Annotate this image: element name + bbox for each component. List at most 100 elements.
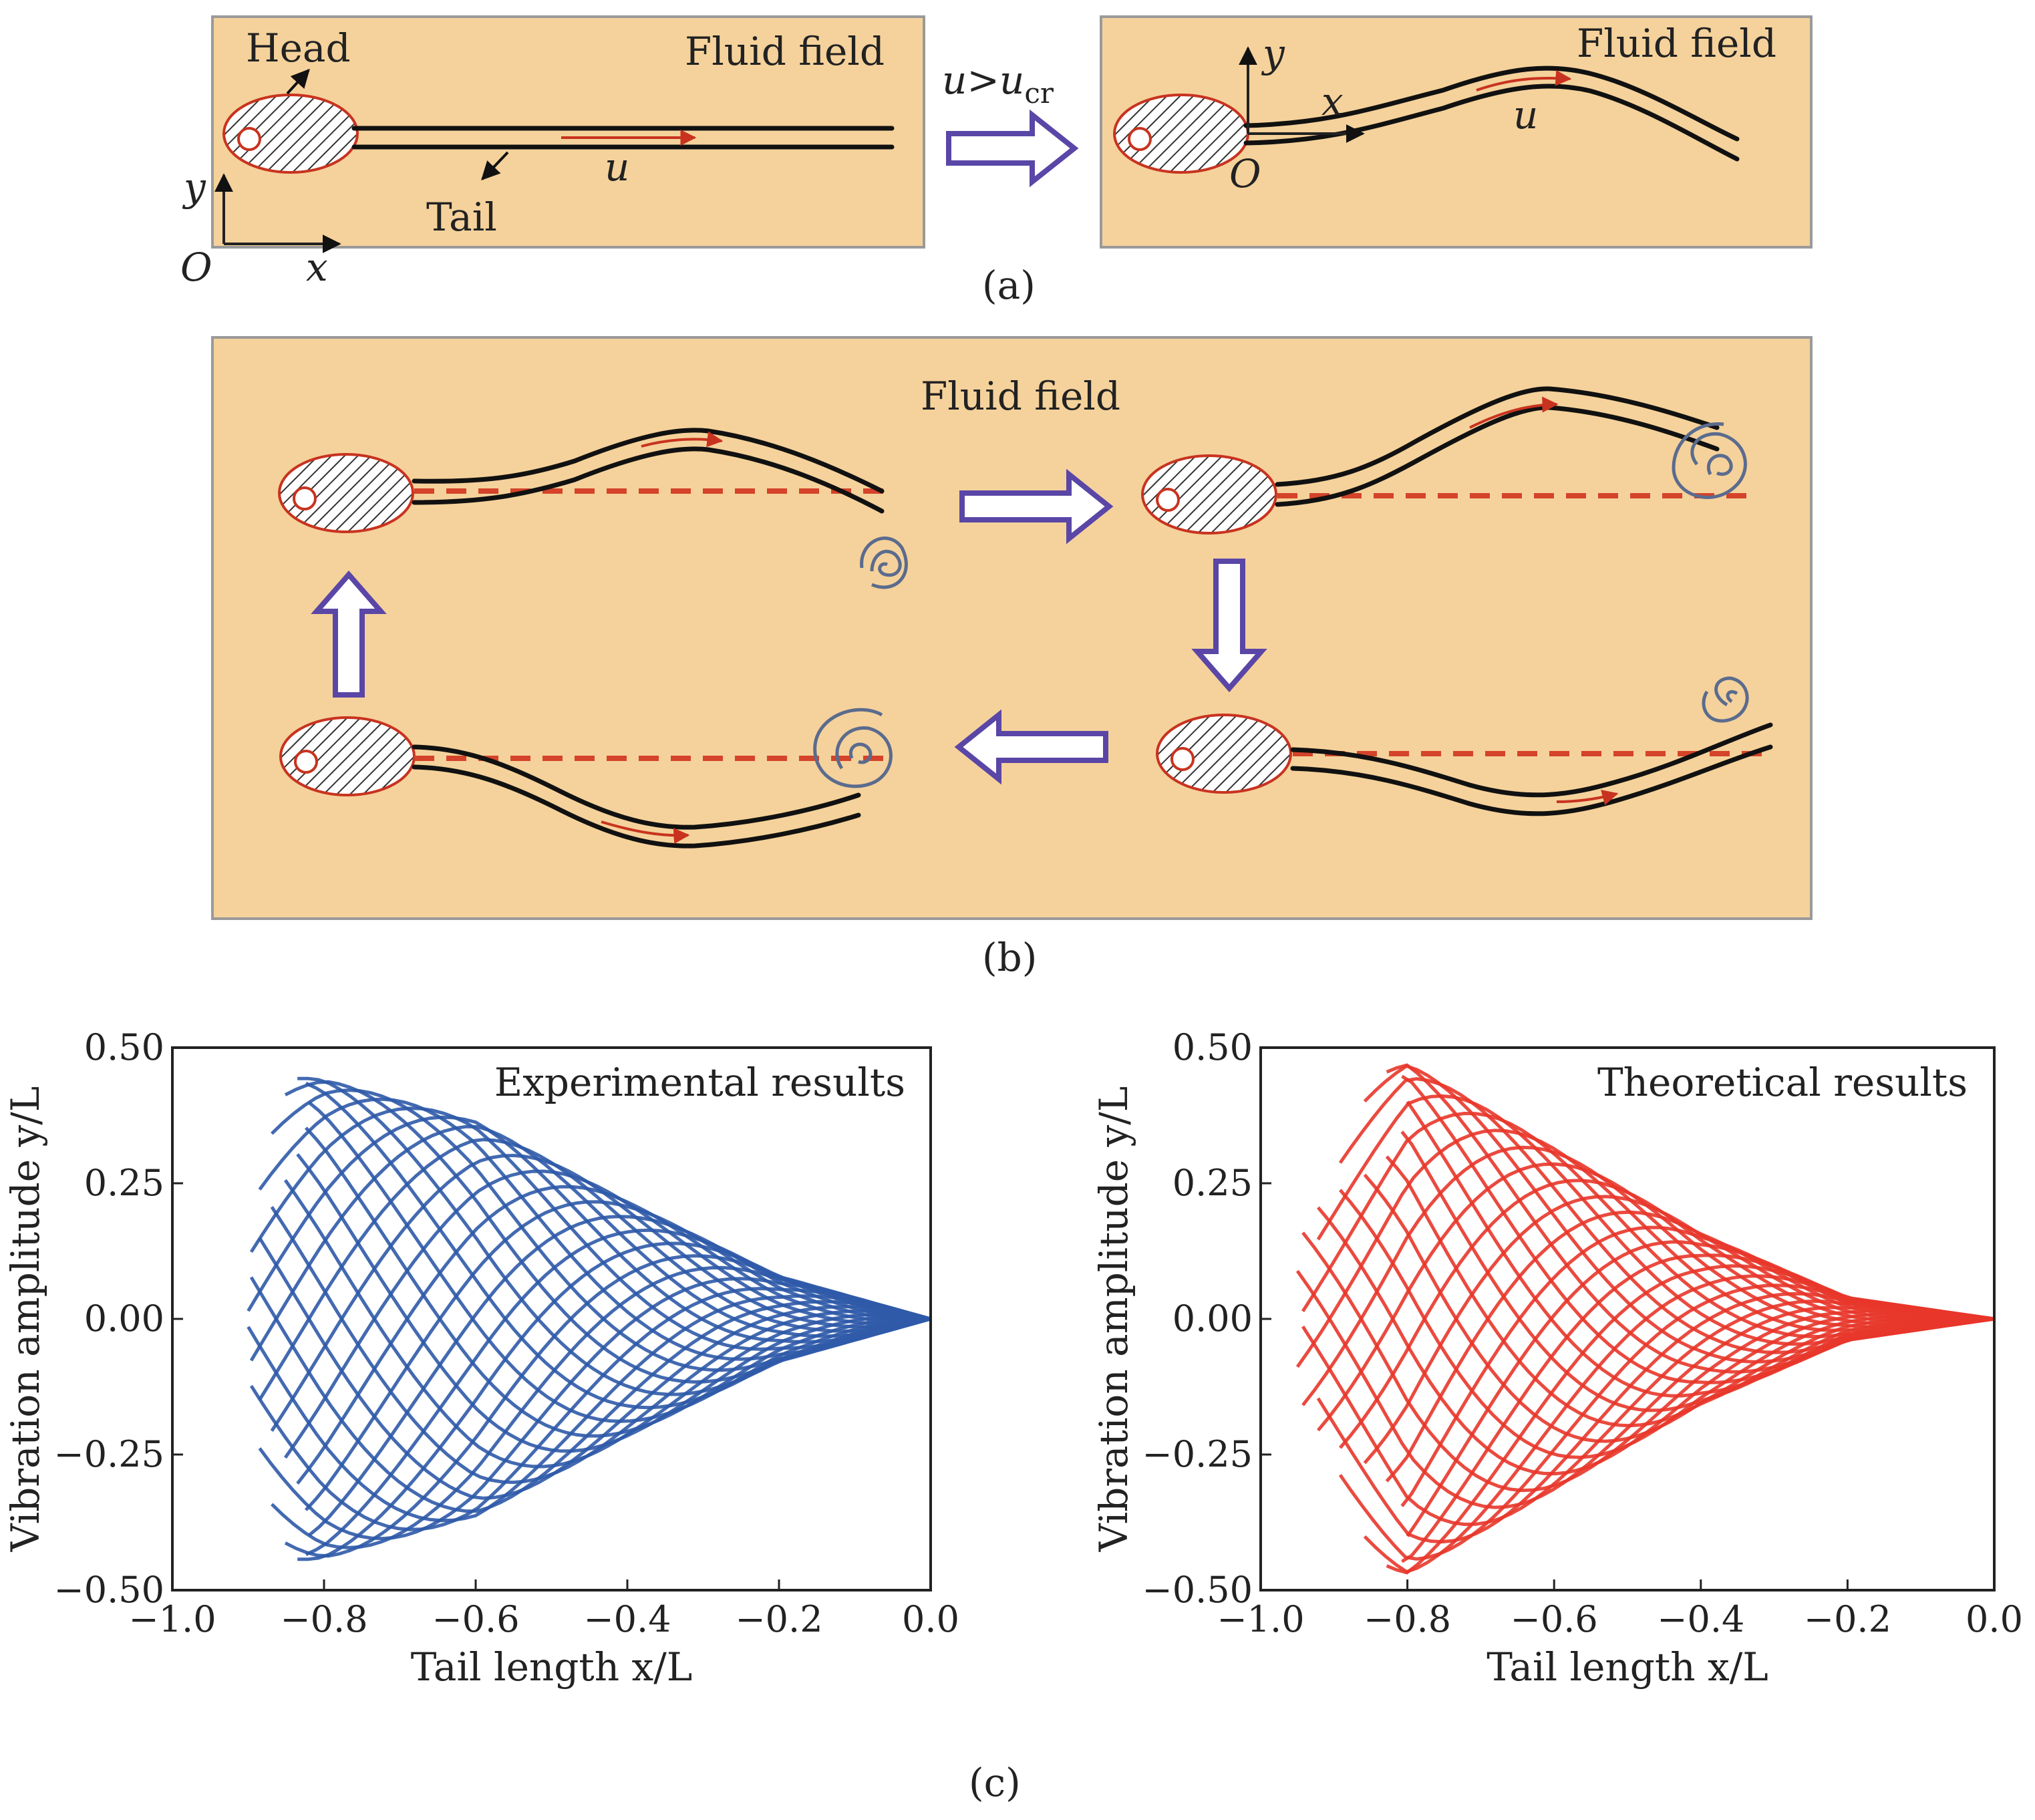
swimmer-top-left: [278, 428, 908, 589]
series-line: [1301, 1300, 1995, 1527]
flow-arrow: [641, 431, 724, 448]
series-line: [1400, 1225, 1995, 1507]
swimmer-head: [1141, 454, 1277, 535]
vortex-inner: [1726, 690, 1738, 704]
x-label-right: x: [1321, 79, 1344, 124]
flow-arrow-right: [1476, 69, 1572, 92]
tail-top: [1290, 722, 1773, 798]
y-tick-label: 0.00: [1172, 1298, 1253, 1340]
series-line: [249, 1124, 931, 1362]
tail-top: [412, 744, 861, 830]
series-line: [271, 1088, 931, 1372]
series-line: [304, 1126, 931, 1438]
y-tick-label: −0.25: [54, 1433, 164, 1475]
flow-arrow: [601, 820, 690, 845]
vortex-icon: [1672, 422, 1747, 499]
series-line: [1301, 1145, 1995, 1406]
panel-a-label: (a): [982, 263, 1036, 308]
y-tick-label: 0.50: [84, 1026, 164, 1068]
x-tick-label: −0.8: [280, 1598, 367, 1640]
y-label-right: y: [1261, 31, 1285, 76]
vortex-icon: [1702, 676, 1749, 723]
tail-top: [412, 428, 885, 494]
x-axis-label: Tail length x/L: [1486, 1644, 1768, 1690]
vortex-icon: [870, 549, 902, 577]
right-arrow: [946, 109, 1079, 188]
x-tick-label: −0.2: [735, 1598, 822, 1640]
fluid-field-label-b: Fluid field: [921, 373, 1120, 419]
x-tick-label: −1.0: [128, 1598, 216, 1640]
swimmer-head: [279, 716, 416, 796]
series-line: [296, 1185, 931, 1485]
flow-arrow: [1469, 396, 1559, 429]
x-tick-label: −0.8: [1364, 1598, 1451, 1640]
series-line: [258, 1277, 931, 1541]
chart-annotation: Experimental results: [494, 1060, 905, 1105]
panel-b: Fluid field: [211, 336, 1813, 980]
transition-arrow-a: u>ucr: [942, 57, 1079, 188]
fluid-field-label-right: Fluid field: [1577, 21, 1776, 66]
series-line: [283, 1169, 931, 1459]
x-label-left: x: [306, 245, 328, 290]
cycle-arrow-down: [1191, 559, 1267, 693]
chart-annotation: Theoretical results: [1597, 1060, 1968, 1105]
x-axis-label: Tail length x/L: [411, 1644, 693, 1690]
vortex-inner: [1706, 454, 1733, 476]
x-tick-label: −1.0: [1217, 1598, 1304, 1640]
plot-frame: [171, 1046, 932, 1591]
y-axis-label: Vibration amplitude y/L: [3, 1086, 48, 1553]
series-line: [271, 1265, 931, 1549]
swimmer-top-right: [1141, 386, 1757, 535]
series-line: [247, 1115, 931, 1344]
origin-label-left: O: [180, 245, 212, 290]
y-tick-label: 0.25: [1172, 1162, 1253, 1204]
panel-a-left: Head Tail Fluid field u y x O: [180, 15, 925, 290]
y-axis-label: Vibration amplitude y/L: [1091, 1086, 1136, 1553]
arrow-condition-label: u>ucr: [942, 57, 1054, 110]
series-line: [1401, 1253, 1995, 1563]
series-line: [304, 1200, 931, 1511]
series-line: [1316, 1292, 1995, 1544]
swimmer-head: [222, 94, 359, 174]
vortex-icon: [813, 708, 893, 788]
tail-label: Tail: [426, 194, 497, 240]
vortex-outer: [860, 537, 908, 589]
series-line: [307, 1100, 931, 1423]
tail-bottom: [412, 446, 885, 514]
series-line: [1301, 1111, 1995, 1338]
swimmer-head: [1156, 714, 1292, 794]
curves: [1295, 1063, 1995, 1575]
y-tick-label: −0.50: [54, 1569, 164, 1611]
series-line: [296, 1153, 931, 1453]
tail-top-right: [1243, 65, 1740, 142]
panel-a-right: y x u O Fluid field: [1100, 15, 1813, 249]
swimmer-head: [278, 453, 414, 533]
swimmer-bottom-right: [1156, 676, 1773, 816]
vortex-inner: [848, 742, 873, 764]
curves: [247, 1076, 931, 1561]
series-line: [258, 1097, 931, 1361]
origin-label-right: O: [1229, 151, 1261, 196]
x-tick-label: −0.2: [1804, 1598, 1891, 1640]
y-tick-label: −0.25: [1142, 1433, 1253, 1475]
series-line: [1316, 1162, 1995, 1432]
x-tick-label: −0.6: [432, 1598, 519, 1640]
series-line: [1401, 1074, 1995, 1384]
panel-c: −1.0 −0.8 −0.6 −0.4 −0.2 0.0 0.50 0.25 0.00 −0.25…: [3, 1026, 2023, 1805]
series-line: [283, 1179, 931, 1469]
x-tick-label: −0.4: [583, 1598, 671, 1640]
series-line: [247, 1294, 931, 1523]
head-label: Head: [246, 25, 351, 71]
tail-bottom: [1290, 744, 1773, 816]
panel-c-label: (c): [969, 1760, 1021, 1805]
flow-arrow: [1556, 789, 1619, 806]
fluid-field-box-b: [211, 336, 1813, 920]
y-tick-label: −0.50: [1142, 1569, 1253, 1611]
panel-b-label: (b): [982, 935, 1037, 980]
fluid-field-label-left: Fluid field: [685, 29, 885, 74]
series-line: [258, 1138, 931, 1401]
y-tick-label: 0.25: [84, 1162, 164, 1204]
y-tick-label: 0.00: [84, 1298, 164, 1340]
x-tick-label: 0.0: [1966, 1598, 2023, 1640]
